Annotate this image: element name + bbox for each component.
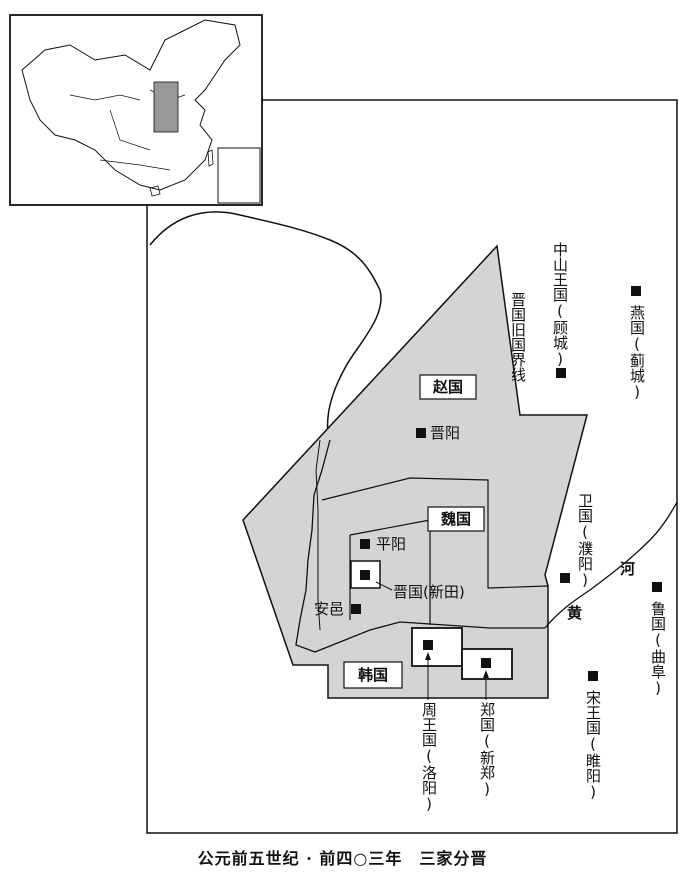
- zhou-label: 周王国(洛阳): [420, 702, 438, 813]
- zheng-label: 郑国(新郑): [478, 702, 496, 798]
- inset-highlight: [153, 81, 179, 133]
- wei-label-box: [427, 506, 485, 532]
- zheng-marker: [481, 658, 491, 668]
- yan-marker: [631, 286, 641, 296]
- zheng-arrowhead: [483, 670, 489, 678]
- wey-marker: [560, 573, 570, 583]
- old-border-label: 晋国旧国界线: [509, 292, 527, 382]
- jinyang-marker: [416, 428, 426, 438]
- jinyang-label: 晋阳: [430, 424, 460, 442]
- lu-label: 鲁国(曲阜): [649, 601, 667, 697]
- han-label: 韩国: [358, 666, 388, 684]
- song-label: 宋王国(睢阳): [584, 690, 602, 801]
- river-label-huang: 黄: [567, 604, 583, 622]
- river-label-he: 河: [620, 560, 636, 578]
- inset-taiwan: [207, 149, 214, 167]
- wey-label: 卫国(濮阳): [576, 493, 594, 589]
- zhou-arrowhead: [425, 652, 431, 660]
- river-channel: [295, 439, 545, 653]
- zhongshan-marker: [556, 368, 566, 378]
- yan-label: 燕国(蓟城): [628, 305, 646, 401]
- inset-internal-borders: [69, 89, 186, 171]
- zhou-marker: [423, 640, 433, 650]
- inset-hainan: [149, 185, 161, 197]
- map-caption: 公元前五世纪 · 前四○三年 三家分晋: [197, 849, 488, 868]
- anyi-marker: [351, 604, 361, 614]
- han-label-box: [343, 661, 403, 689]
- lu-marker: [652, 582, 662, 592]
- zhao-wei-border: [321, 477, 549, 589]
- zhao-label: 赵国: [432, 378, 463, 396]
- yellow-river-east: [544, 501, 678, 629]
- jin-pointer: [375, 581, 393, 591]
- jin-xintian-label: 晋国(新田): [393, 583, 465, 601]
- inset-south-sea-box: [217, 147, 261, 204]
- wei-label: 魏国: [440, 510, 471, 528]
- zhou-enclave: [411, 627, 463, 667]
- inset-china-outline: [21, 19, 241, 191]
- pingyang-label: 平阳: [376, 535, 406, 553]
- zhao-label-box: [419, 374, 477, 400]
- pingyang-marker: [360, 539, 370, 549]
- sanjin-territory: [242, 244, 588, 699]
- jin-xintian-marker: [360, 570, 370, 580]
- zhongshan-label: 中山王国(顾城): [551, 242, 569, 368]
- river-channel-inner: [315, 439, 321, 631]
- anyi-label: 安邑: [314, 600, 344, 618]
- song-marker: [588, 671, 598, 681]
